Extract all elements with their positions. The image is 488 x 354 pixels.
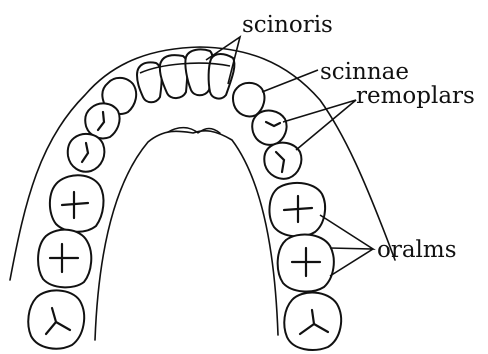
incisor-group <box>137 49 234 102</box>
label-remoplars: remoplars <box>356 83 475 109</box>
inner-arch-outline <box>95 131 278 340</box>
premolar-tooth-left <box>68 134 105 172</box>
incisor-tooth <box>137 62 162 102</box>
incisor-tooth <box>160 55 188 98</box>
label-scinnae: scinnae <box>320 59 409 85</box>
canine-tooth-right <box>233 83 264 117</box>
premolar-tooth-right <box>252 111 286 145</box>
label-oralms: oralms <box>377 237 457 263</box>
label-scinoris: scinoris <box>242 12 333 38</box>
premolar-tooth-left <box>85 103 119 138</box>
